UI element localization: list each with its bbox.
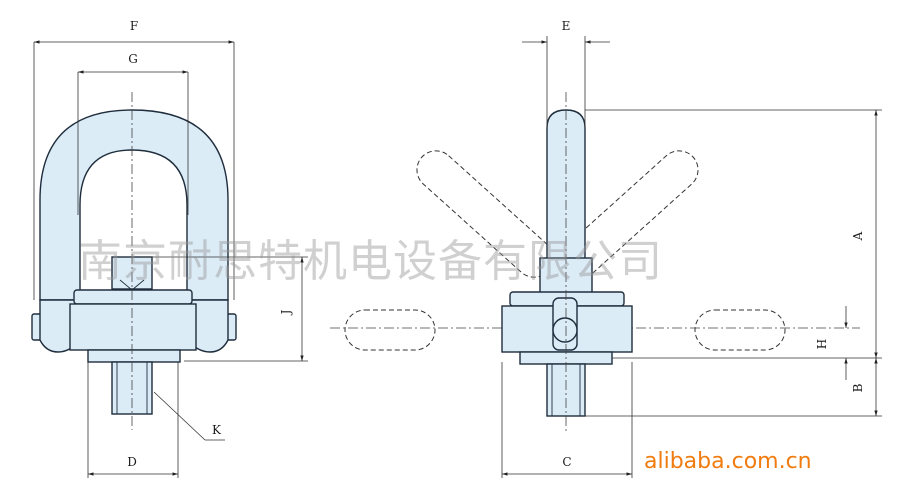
bail-ring <box>39 109 229 301</box>
dim-label-K: K <box>212 423 222 437</box>
dim-label-F: F <box>130 19 138 33</box>
front-view: F G J K D <box>31 19 308 478</box>
dim-label-E: E <box>562 19 571 33</box>
dim-label-C: C <box>562 455 571 469</box>
base-washer <box>87 349 181 363</box>
dim-label-G: G <box>128 52 138 66</box>
brand-watermark: alibaba.com.cn <box>644 449 812 474</box>
side-view: E A H B C <box>330 19 882 478</box>
dim-label-J: J <box>279 309 293 316</box>
company-watermark: 南京耐思特机电设备有限公司 <box>78 236 663 287</box>
top-washer <box>73 289 193 305</box>
dim-label-D: D <box>127 455 137 469</box>
dim-label-A: A <box>851 231 865 241</box>
swivel-body <box>69 303 197 351</box>
dim-label-B: B <box>851 383 865 392</box>
dim-label-H: H <box>815 339 829 349</box>
